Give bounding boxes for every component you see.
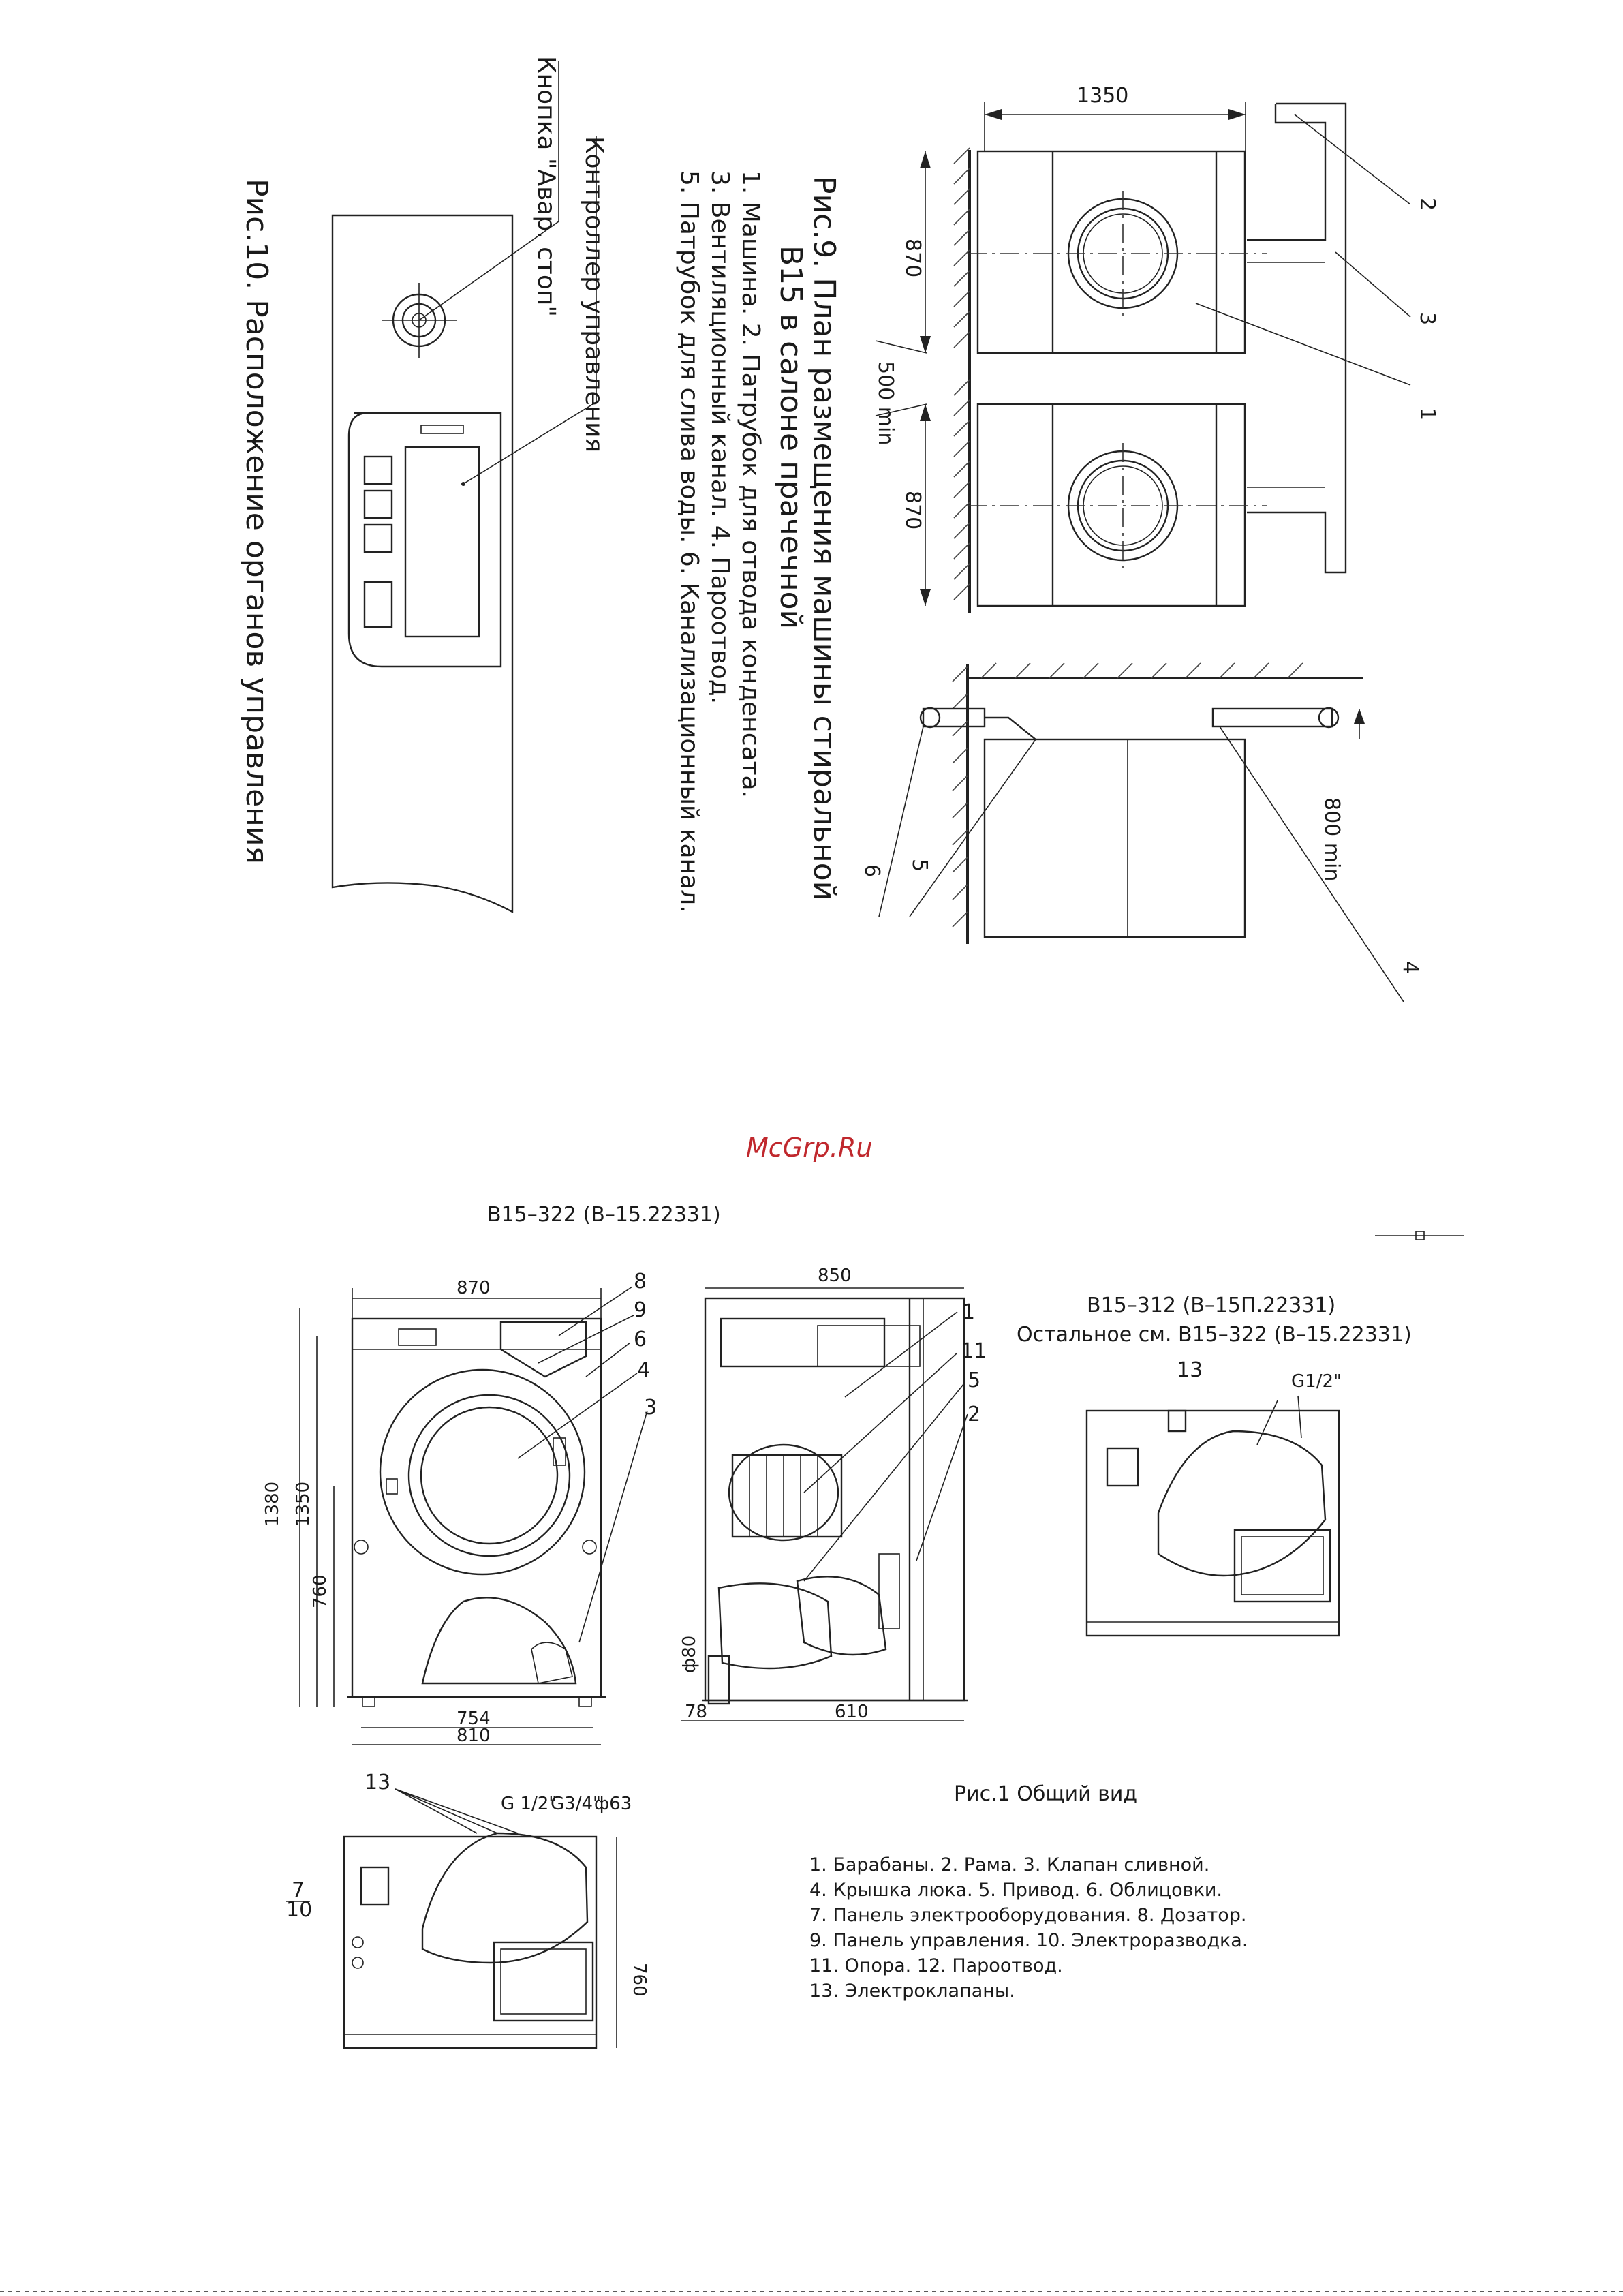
fig1-caption: Рис.1 Общий вид (954, 1782, 1137, 1806)
controller-box (347, 412, 502, 668)
front-callout-9: 9 (634, 1298, 647, 1322)
alt-callout-13: 13 (1177, 1358, 1203, 1382)
back-callout-10: 10 (286, 1898, 312, 1922)
watermark: McGrp.Ru (746, 1133, 872, 1163)
fig9-dim-1350: 1350 (1077, 84, 1128, 108)
front-dim-h2: 1350 (293, 1482, 313, 1527)
side-callout-2: 2 (968, 1403, 980, 1426)
fig9-placement-plan: Рис.9. План размещения машины стиральной… (675, 84, 1439, 1002)
fig10-control-panel: Кнопка "Авар. стоп" Контроллер управлени… (239, 56, 608, 914)
fig1-title-main: В15–322 (В–15.22331) (487, 1203, 721, 1227)
fig10-label-controller: Контроллер управления (580, 136, 608, 453)
side-dim-d1: 78 (685, 1702, 707, 1722)
fig9-legend-line2: 3. Вентиляционный канал. 4. Пароотвод. (706, 170, 734, 704)
side-callout-1: 1 (962, 1300, 975, 1324)
fig9-dim-870-b: 870 (901, 491, 925, 530)
fig1-legend-line: 7. Панель электрооборудования. 8. Дозато… (809, 1905, 1246, 1926)
fig10-caption: Рис.10. Расположение органов управления (239, 179, 274, 864)
fig9-caption-line2: В15 в салоне прачечной (773, 245, 808, 629)
front-callout-8: 8 (634, 1270, 647, 1294)
fig9-legend-line3: 5. Патрубок для слива воды. 6. Канализац… (675, 170, 703, 913)
fig9-caption-line1: Рис.9. План размещения машины стиральной (807, 176, 841, 900)
fig9-dim-800: 800 min (1320, 797, 1344, 881)
fig1-legend-line: 13. Электроклапаны. (809, 1980, 1015, 2002)
fig1-legend-line: 11. Опора. 12. Пароотвод. (809, 1955, 1063, 1976)
fig9-callout-1: 1 (1415, 408, 1439, 420)
fig10-label-button: Кнопка "Авар. стоп" (532, 56, 560, 317)
fig9-callout-6: 6 (860, 864, 884, 877)
back-dim-g2: G3/4" (551, 1794, 601, 1814)
front-dim-h1: 1380 (262, 1482, 283, 1527)
side-dim-top: 850 (818, 1266, 852, 1286)
fig1-legend-line: 4. Крышка люка. 5. Привод. 6. Облицовки. (809, 1880, 1222, 1901)
fig1-front-view: 870 1380 1350 760 754 810 8 9 6 4 3 (262, 1270, 657, 1746)
fig1-legend-line: 1. Барабаны. 2. Рама. 3. Клапан сливной. (809, 1854, 1209, 1876)
front-dim-w2: 810 (457, 1726, 491, 1746)
front-callout-6: 6 (634, 1328, 647, 1351)
fig1-side-view: 850 78 610 ф80 1 11 5 2 (679, 1266, 987, 1722)
front-dim-w1: 754 (457, 1709, 491, 1729)
fig1-title-alt-1: В15–312 (В–15П.22331) (1087, 1294, 1335, 1317)
front-dim-top: 870 (457, 1278, 491, 1298)
alt-dim-g: G1/2" (1291, 1371, 1342, 1392)
fig9-callout-5: 5 (908, 859, 931, 872)
fig9-callout-4: 4 (1398, 961, 1422, 974)
fig9-dim-500: 500 min (874, 361, 897, 445)
side-dim-d3: ф80 (679, 1636, 700, 1673)
fig9-callout-2: 2 (1415, 198, 1439, 211)
back-dim-g1: G 1/2" (501, 1794, 557, 1814)
fig9-dim-870-a: 870 (901, 239, 925, 277)
side-dim-d2: 610 (835, 1702, 869, 1722)
back-dim-d: ф63 (594, 1794, 632, 1814)
back-dim-h: 760 (629, 1963, 649, 1997)
fig1-title-alt-2: Остальное см. В15–322 (В–15.22331) (1017, 1323, 1412, 1347)
fig1-alt-view: 13 G1/2" (1085, 1358, 1342, 1637)
side-callout-5: 5 (968, 1368, 980, 1392)
fig1-back-view: 760 G 1/2" G3/4" ф63 13 7 10 (286, 1771, 649, 2049)
front-dim-h3: 760 (310, 1574, 330, 1608)
fig1-legend: 1. Барабаны. 2. Рама. 3. Клапан сливной.… (809, 1854, 1248, 2002)
front-callout-3: 3 (644, 1396, 657, 1420)
side-callout-11: 11 (961, 1339, 987, 1363)
front-callout-4: 4 (637, 1358, 650, 1382)
fig1-legend-line: 9. Панель управления. 10. Электроразводк… (809, 1930, 1248, 1951)
fig9-legend-line1: 1. Машина. 2. Патрубок для отвода конден… (737, 170, 764, 798)
back-callout-7: 7 (292, 1878, 305, 1902)
back-callout-13: 13 (365, 1771, 390, 1794)
fig9-callout-3: 3 (1415, 312, 1439, 325)
